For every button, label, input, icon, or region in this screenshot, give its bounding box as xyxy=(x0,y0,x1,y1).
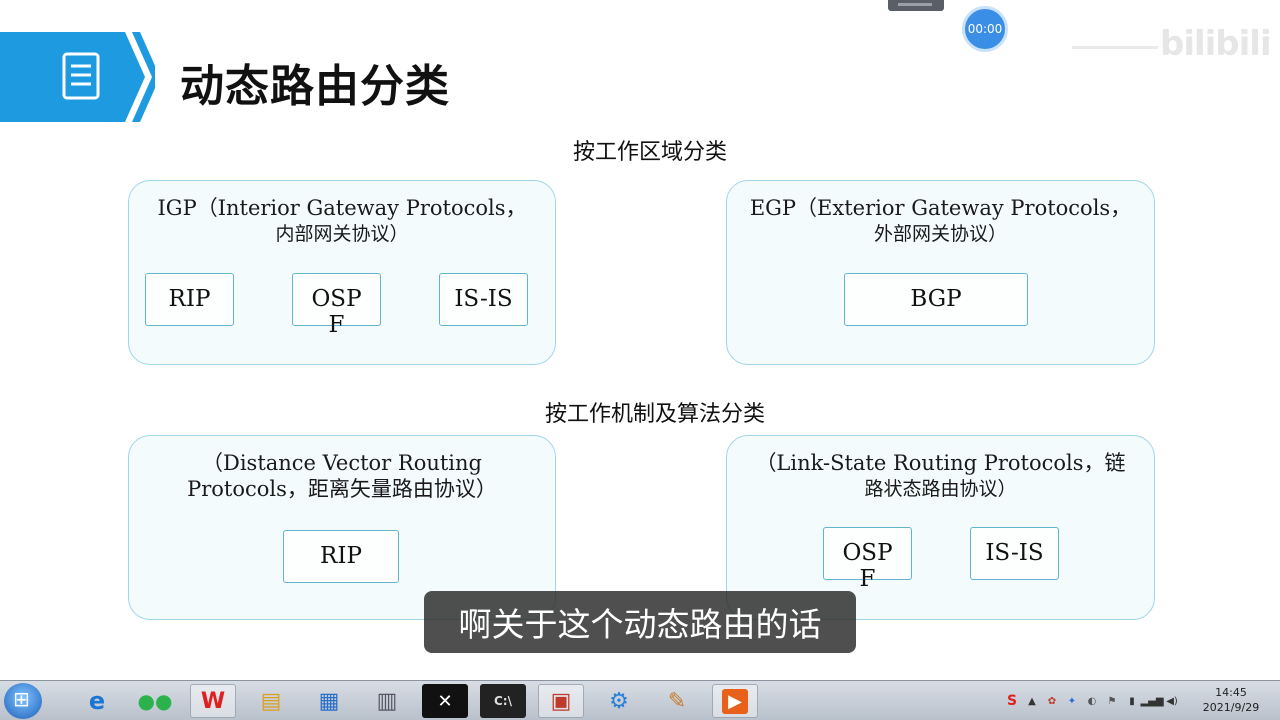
wechat-icon[interactable]: ●● xyxy=(137,689,173,713)
capcut-icon[interactable]: ✕ xyxy=(422,684,468,718)
protocol-box-rip: RIP xyxy=(145,273,234,326)
file-explorer-icon[interactable]: ▤ xyxy=(260,688,282,714)
system-tray: S ▲ ✿ ✦ ◐ ⚑ ▮ ▂▄▆ ◀) xyxy=(1005,689,1179,713)
watermark-line xyxy=(1072,46,1158,49)
screen-recorder-icon[interactable]: ▣ xyxy=(538,684,584,718)
document-icon xyxy=(62,52,100,100)
video-player-icon[interactable]: ▶ xyxy=(712,684,758,718)
igp-title: IGP（Interior Gateway Protocols， 内部网关协议） xyxy=(157,196,527,245)
egp-panel: EGP（Exterior Gateway Protocols， 外部网关协议） … xyxy=(726,180,1155,365)
video-subtitle: 啊关于这个动态路由的话 xyxy=(424,591,856,653)
paint-icon[interactable]: ✎ xyxy=(667,688,687,714)
section-label-by-algorithm: 按工作机制及算法分类 xyxy=(544,402,765,427)
start-button[interactable] xyxy=(4,683,42,719)
protocol-box-is-is: IS-IS xyxy=(439,273,528,326)
distance-vector-panel: （Distance Vector Routing Protocols，距离矢量路… xyxy=(128,435,556,620)
edge-browser-icon[interactable]: e xyxy=(88,687,106,715)
protocol-box-ospf: OSPF xyxy=(292,273,381,338)
bilibili-watermark: bilibili xyxy=(1160,24,1272,64)
protocol-box-is-is: IS-IS xyxy=(970,527,1059,580)
security-icon[interactable]: ◐ xyxy=(1087,695,1097,707)
network-icon[interactable]: ▂▄▆ xyxy=(1140,695,1164,707)
protocol-box-ospf: OSPF xyxy=(823,527,912,592)
control-panel-icon[interactable]: ▦ xyxy=(318,688,340,714)
protocol-box-bgp: BGP xyxy=(844,273,1028,326)
battery-icon[interactable]: ▮ xyxy=(1129,695,1135,707)
calculator-icon[interactable]: ▥ xyxy=(376,688,398,714)
clock-date: 2021/9/29 xyxy=(1202,701,1260,714)
egp-title: EGP（Exterior Gateway Protocols， 外部网关协议） xyxy=(749,196,1132,245)
wps-office-icon[interactable]: W xyxy=(190,684,236,718)
page-title: 动态路由分类 xyxy=(180,61,450,112)
command-prompt-icon[interactable]: C:\ xyxy=(480,684,526,718)
volume-icon[interactable]: ◀) xyxy=(1166,695,1178,707)
tray-expand-icon[interactable]: ▲ xyxy=(1028,695,1036,707)
protocol-box-rip: RIP xyxy=(283,530,399,583)
link-state-panel: （Link-State Routing Protocols，链 路状态路由协议）… xyxy=(726,435,1155,620)
flag-icon[interactable]: ⚑ xyxy=(1107,695,1117,707)
link-state-title: （Link-State Routing Protocols，链 路状态路由协议） xyxy=(755,451,1126,500)
recording-timer[interactable]: 00:00 xyxy=(962,6,1008,52)
network-tool-icon[interactable]: ⚙ xyxy=(609,688,629,714)
tray-app-icon[interactable]: ✿ xyxy=(1047,695,1057,707)
input-method-icon[interactable]: S xyxy=(1006,693,1018,709)
header-banner xyxy=(0,32,155,122)
igp-panel: IGP（Interior Gateway Protocols， 内部网关协议） … xyxy=(128,180,556,365)
taskbar-clock[interactable]: 14:45 2021/9/29 xyxy=(1196,685,1266,715)
clock-time: 14:45 xyxy=(1215,686,1247,699)
bluetooth-icon[interactable]: ✦ xyxy=(1067,695,1077,707)
taskbar: e ●● W ▤ ▦ ▥ ✕ C:\ ▣ ⚙ ✎ ▶ S ▲ ✿ ✦ ◐ ⚑ ▮… xyxy=(0,680,1280,720)
distance-vector-title: （Distance Vector Routing Protocols，距离矢量路… xyxy=(187,451,497,501)
recording-toolbar[interactable] xyxy=(888,0,944,11)
section-label-by-area: 按工作区域分类 xyxy=(572,140,727,165)
